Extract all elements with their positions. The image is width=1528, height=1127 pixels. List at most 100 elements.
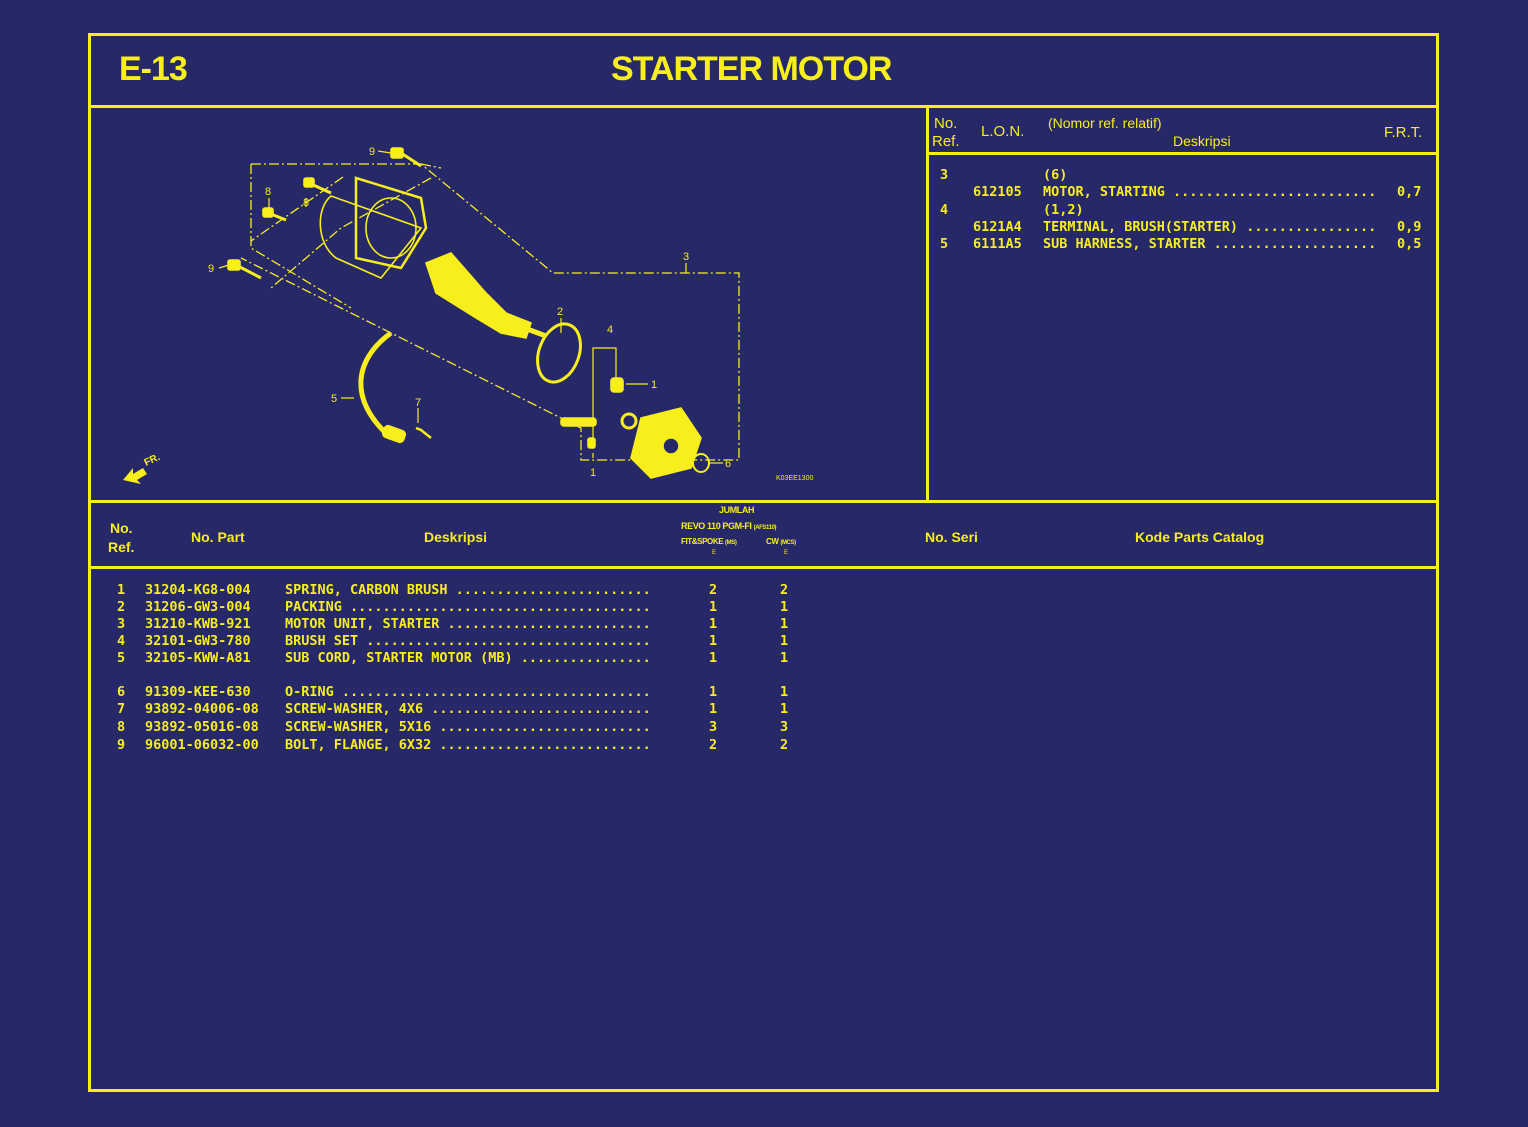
row-ref: 9	[117, 737, 126, 753]
svg-text:6: 6	[725, 458, 731, 470]
col-lon: L.O.N.	[981, 123, 1025, 140]
divider	[91, 105, 1436, 108]
parts-catalog-page: E-13 STARTER MOTOR No. Ref. L.O.N. (Nomo…	[88, 33, 1439, 1092]
row-qty-fit-spoke: 1	[709, 684, 718, 700]
svg-text:FR.: FR.	[143, 452, 162, 469]
col-no-ref: No.	[934, 115, 958, 132]
row-part-number: 96001-06032-00	[145, 737, 259, 753]
col-no-part: No. Part	[191, 529, 245, 545]
table-row: 2 31206-GW3-004 PACKING ................…	[91, 599, 811, 617]
row-part-number: 31206-GW3-004	[145, 599, 251, 615]
row-description: BOLT, FLANGE, 6X32 .....................…	[285, 737, 651, 753]
row-description: SPRING, CARBON BRUSH ...................…	[285, 582, 651, 598]
svg-text:1: 1	[590, 467, 596, 479]
col-cw: CW	[766, 537, 779, 546]
row-qty-cw: 3	[780, 719, 789, 735]
table-row: 3 31210-KWB-921 MOTOR UNIT, STARTER ....…	[91, 616, 811, 634]
lon-frt: 0,7	[1397, 184, 1422, 200]
svg-text:8: 8	[303, 197, 309, 209]
row-qty-cw: 2	[780, 737, 789, 753]
svg-text:2: 2	[557, 306, 563, 318]
divider	[91, 500, 1436, 503]
bolt-icon	[227, 147, 422, 280]
row-qty-fit-spoke: 2	[709, 737, 718, 753]
row-description: BRUSH SET ..............................…	[285, 633, 651, 649]
svg-text:8: 8	[265, 186, 271, 198]
lon-ref: 5	[940, 236, 949, 252]
divider	[929, 152, 1436, 155]
row-part-number: 31210-KWB-921	[145, 616, 251, 632]
col-no-ref: Ref.	[932, 133, 960, 150]
row-qty-fit-spoke: 1	[709, 701, 718, 717]
col-frt: F.R.T.	[1384, 124, 1423, 141]
table-row: 4 32101-GW3-780 BRUSH SET ..............…	[91, 633, 811, 651]
row-qty-cw: 2	[780, 582, 789, 598]
lon-desc: (1,2)	[1043, 202, 1084, 218]
col-jumlah: JUMLAH	[719, 505, 755, 515]
svg-text:5: 5	[331, 393, 337, 405]
row-qty-cw: 1	[780, 684, 789, 700]
o-ring-small	[692, 453, 710, 473]
svg-text:1: 1	[651, 379, 657, 391]
row-ref: 1	[117, 582, 126, 598]
table-row: 1 31204-KG8-004 SPRING, CARBON BRUSH ...…	[91, 582, 811, 600]
col-cw-mark: E	[784, 550, 789, 556]
col-no-seri: No. Seri	[925, 529, 978, 545]
lon-ref: 3	[940, 167, 949, 183]
row-ref: 4	[117, 633, 126, 649]
row-description: PACKING ................................…	[285, 599, 651, 615]
col-no-ref: Ref.	[108, 539, 135, 555]
table-row: 5 32105-KWW-A81 SUB CORD, STARTER MOTOR …	[91, 650, 811, 668]
model-code: (AFS110)	[753, 525, 777, 531]
col-no-ref: No.	[110, 520, 133, 536]
motor-housing	[319, 176, 428, 279]
table-row: 8 93892-05016-08 SCREW-WASHER, 5X16 ....…	[91, 719, 811, 737]
col-deskripsi: Deskripsi	[424, 529, 488, 545]
row-qty-fit-spoke: 1	[709, 599, 718, 615]
row-qty-cw: 1	[780, 633, 789, 649]
lon-ref: 4	[940, 202, 949, 218]
col-deskripsi: Deskripsi	[1173, 133, 1231, 149]
table-row: 9 96001-06032-00 BOLT, FLANGE, 6X32 ....…	[91, 737, 811, 755]
row-part-number: 32105-KWW-A81	[145, 650, 251, 666]
col-kode-parts-catalog: Kode Parts Catalog	[1135, 529, 1265, 545]
col-fit-spoke: FIT&SPOKE	[681, 537, 724, 546]
lon-desc: TERMINAL, BRUSH(STARTER) ...............…	[1043, 219, 1377, 235]
row-qty-cw: 1	[780, 650, 789, 666]
row-description: O-RING .................................…	[285, 684, 651, 700]
end-cover	[630, 407, 702, 479]
lon-code: 612105	[973, 184, 1022, 200]
lon-desc: (6)	[1043, 167, 1068, 183]
lon-frt: 0,5	[1397, 236, 1422, 252]
row-qty-fit-spoke: 2	[709, 582, 718, 598]
page-title: STARTER MOTOR	[611, 50, 892, 88]
row-qty-fit-spoke: 1	[709, 650, 718, 666]
model-name: REVO 110 PGM-FI	[681, 521, 752, 531]
front-direction-arrow-icon: FR.	[123, 452, 162, 484]
row-qty-cw: 1	[780, 616, 789, 632]
row-description: SCREW-WASHER, 4X6 ......................…	[285, 701, 651, 717]
assembly-bracket	[240, 163, 740, 461]
o-ring	[536, 322, 582, 384]
lon-desc: SUB HARNESS, STARTER ...................…	[1043, 236, 1377, 252]
col-nomor-ref: (Nomor ref. relatif)	[1048, 115, 1162, 131]
armature	[425, 252, 547, 339]
divider	[91, 566, 1436, 569]
row-part-number: 91309-KEE-630	[145, 684, 251, 700]
svg-text:9: 9	[369, 146, 375, 158]
lon-desc: MOTOR, STARTING ........................…	[1043, 184, 1377, 200]
row-part-number: 31204-KG8-004	[145, 582, 251, 598]
brush-set	[560, 377, 638, 449]
section-code: E-13	[119, 50, 188, 88]
row-ref: 6	[117, 684, 126, 700]
row-description: SUB CORD, STARTER MOTOR (MB) ...........…	[285, 650, 651, 666]
svg-text:9: 9	[208, 263, 214, 275]
row-ref: 2	[117, 599, 126, 615]
row-ref: 8	[117, 719, 126, 735]
row-qty-fit-spoke: 1	[709, 633, 718, 649]
row-description: MOTOR UNIT, STARTER ....................…	[285, 616, 651, 632]
row-qty-fit-spoke: 3	[709, 719, 718, 735]
sub-cord	[358, 330, 432, 444]
col-cw-code: (MCS)	[780, 540, 796, 546]
row-part-number: 32101-GW3-780	[145, 633, 251, 649]
